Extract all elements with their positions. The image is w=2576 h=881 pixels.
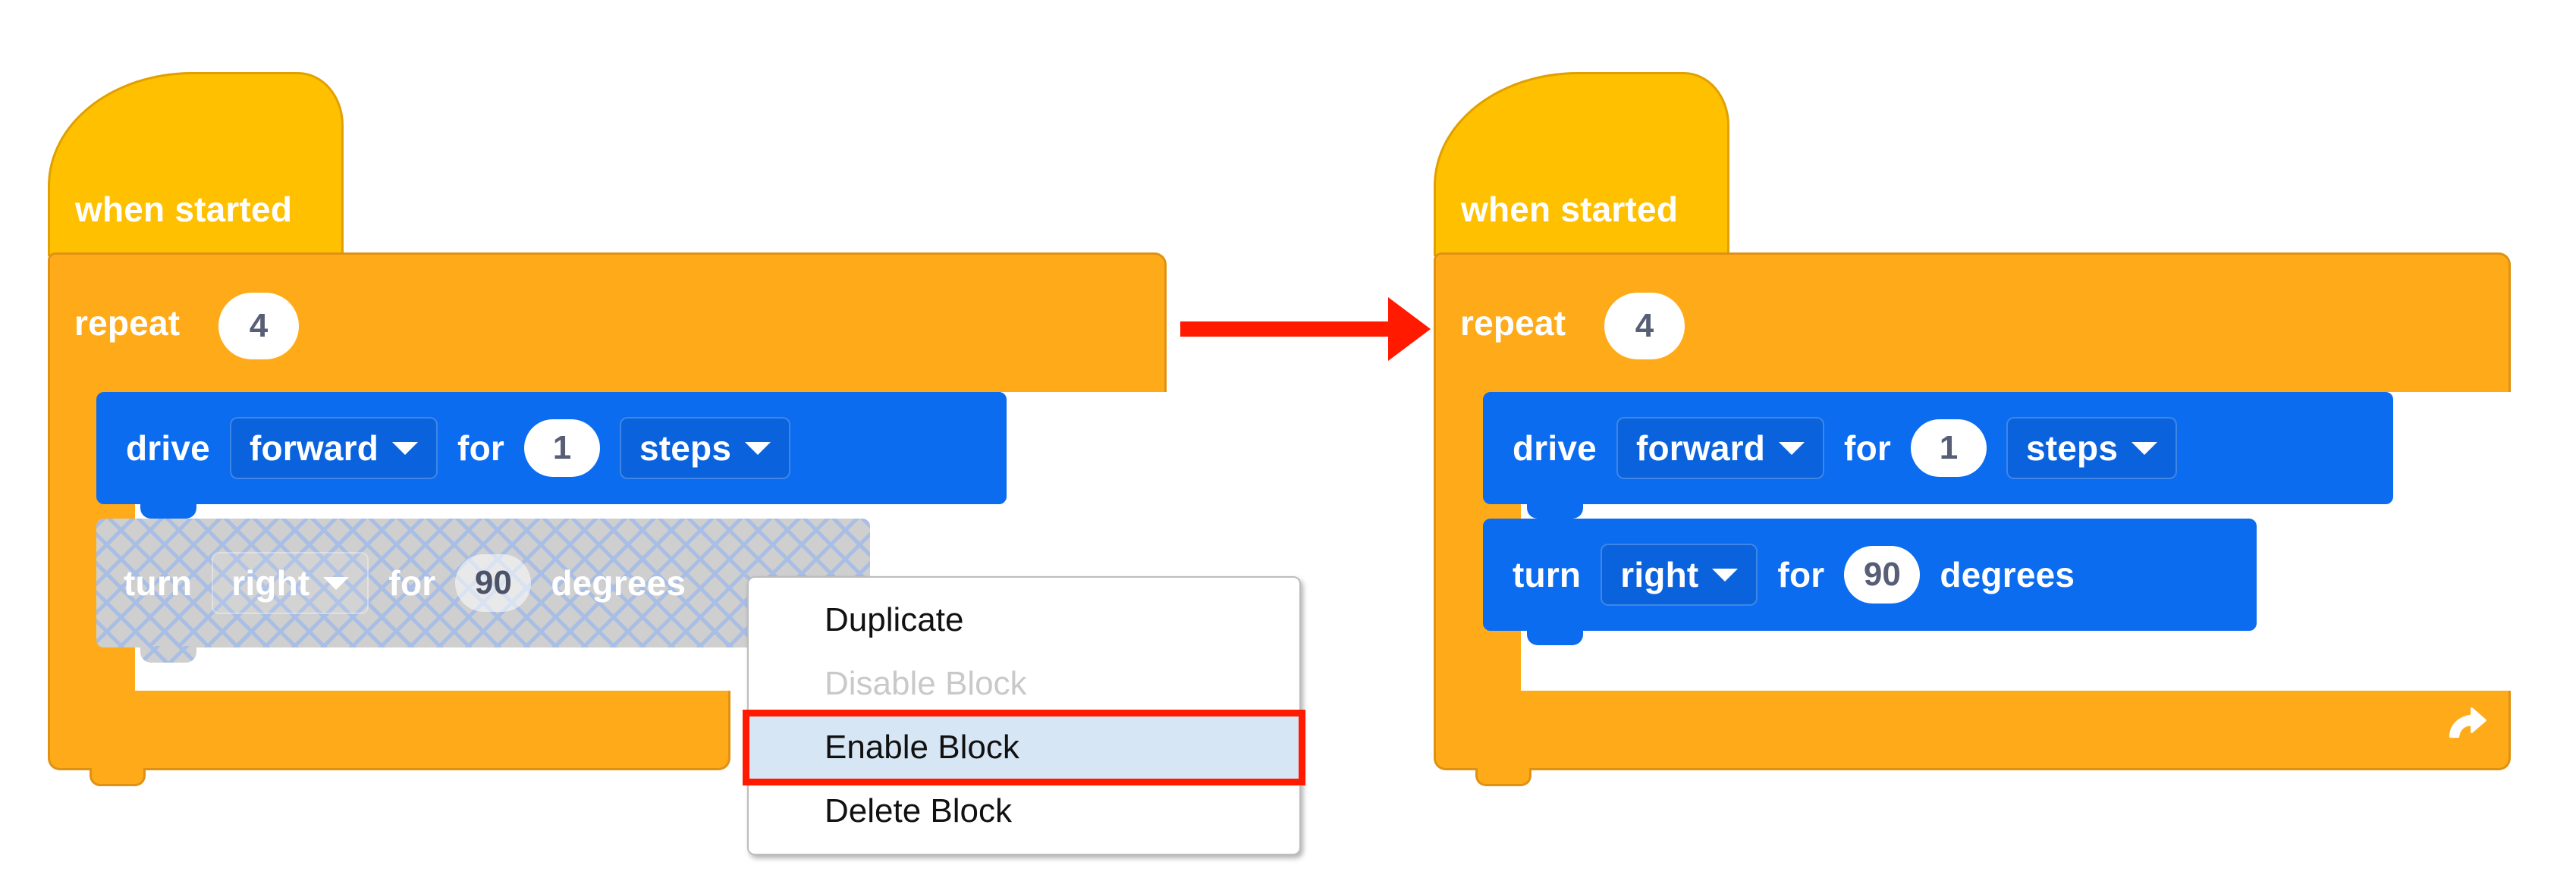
right-turn-direction-value: right [1620,555,1699,594]
chevron-down-icon [2131,441,2158,455]
chevron-down-icon [745,441,771,455]
right-turn-bottom-notch [1527,629,1583,645]
left-hat-label: when started [75,190,293,229]
left-turn-unit-label: degrees [551,563,686,603]
right-hat-block[interactable]: when started [1434,72,1729,272]
chevron-down-icon [1779,441,1805,455]
right-drive-bottom-notch [1527,502,1583,519]
left-drive-direction-dropdown[interactable]: forward [229,417,438,479]
right-drive-direction-dropdown[interactable]: forward [1616,417,1825,479]
hat-dome-shape [48,72,344,186]
left-drive-block[interactable]: drive forward for 1 steps [96,392,1007,504]
right-repeat-count-field[interactable]: 4 [1604,293,1685,359]
left-repeat-count-field[interactable]: 4 [218,293,299,359]
right-drive-unit-value: steps [2025,428,2119,468]
left-drive-verb: drive [126,428,210,468]
left-drive-amount-field[interactable]: 1 [523,419,600,477]
right-repeat-bottom-notch [1475,768,1531,786]
left-turn-block-disabled[interactable]: turn right for 90 degrees [96,519,870,647]
right-turn-verb: turn [1513,555,1582,594]
right-turn-direction-dropdown[interactable]: right [1601,544,1758,606]
left-drive-bottom-notch [140,502,196,519]
right-turn-amount-field[interactable]: 90 [1844,546,1921,604]
right-turn-block[interactable]: turn right for 90 degrees [1483,519,2257,631]
context-menu-item-duplicate[interactable]: Duplicate [825,601,964,638]
left-turn-verb: turn [124,563,193,603]
left-repeat-bottom-notch [90,768,146,786]
left-drive-direction-value: forward [249,428,379,468]
right-drive-amount-field[interactable]: 1 [1910,419,1987,477]
right-turn-connector: for [1777,555,1825,594]
hat-body-shape [48,183,344,256]
left-repeat-top-bar [48,252,1167,392]
right-repeat-top-bar [1434,252,2511,392]
left-drive-unit-dropdown[interactable]: steps [619,417,791,479]
chevron-down-icon [1712,568,1739,582]
left-turn-bottom-notch [140,646,196,663]
loop-arrow-icon [2449,707,2486,738]
right-drive-direction-value: forward [1635,428,1766,468]
left-drive-unit-value: steps [639,428,732,468]
left-turn-direction-dropdown[interactable]: right [212,552,369,614]
right-drive-connector: for [1844,428,1891,468]
right-repeat-label: repeat [1460,303,1566,343]
hat-body-shape [1434,183,1729,256]
left-hat-block[interactable]: when started [48,72,344,272]
arrow-head [1388,297,1431,361]
right-drive-unit-dropdown[interactable]: steps [2006,417,2178,479]
right-hat-label: when started [1461,190,1679,229]
arrow-shaft [1180,321,1393,337]
hat-dome-shape [1434,72,1729,186]
context-menu-item-enable-block[interactable]: Enable Block [743,710,1305,785]
block-context-menu[interactable]: Duplicate Disable Block Enable Block Del… [743,576,1305,855]
left-drive-connector: for [457,428,504,468]
left-turn-amount-field[interactable]: 90 [455,554,532,612]
right-drive-block[interactable]: drive forward for 1 steps [1483,392,2393,504]
context-menu-item-disable-block: Disable Block [825,665,1027,702]
left-turn-direction-value: right [231,563,310,603]
left-turn-connector: for [388,563,436,603]
right-repeat-bottom-bar [1434,691,2511,770]
context-menu-item-delete-block[interactable]: Delete Block [825,792,1013,829]
chevron-down-icon [392,441,419,455]
left-repeat-bottom-bar [48,691,730,770]
chevron-down-icon [323,576,350,590]
right-drive-verb: drive [1513,428,1597,468]
left-repeat-label: repeat [74,303,181,343]
right-turn-unit-label: degrees [1940,555,2075,594]
